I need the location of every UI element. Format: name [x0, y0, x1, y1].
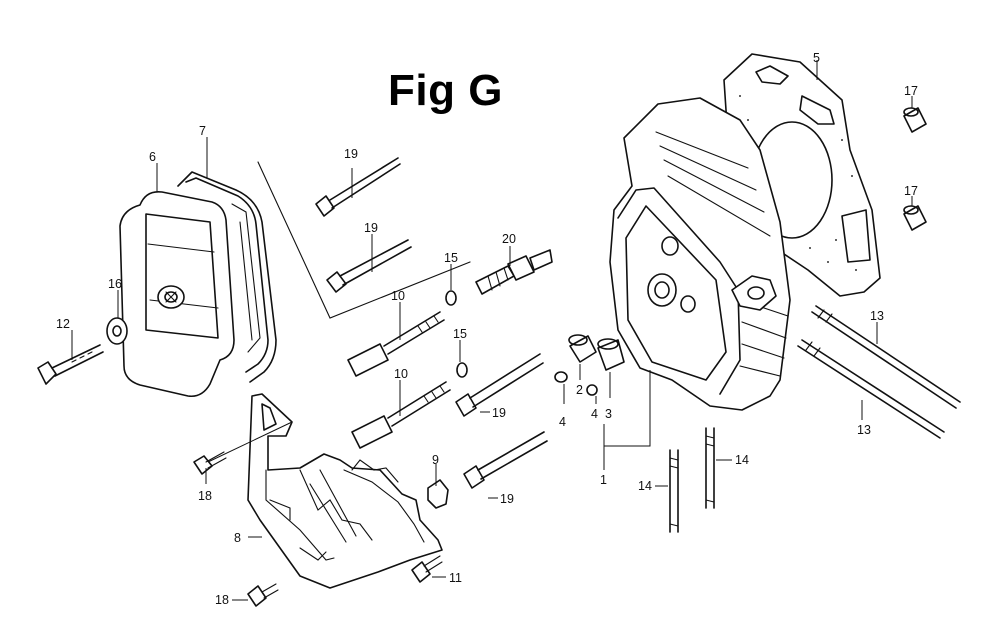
callout-3: 3	[605, 407, 612, 421]
callout-8: 8	[234, 531, 241, 545]
washer-15-upper	[445, 290, 457, 306]
callout-10-lower: 10	[394, 367, 408, 381]
callout-17-lower: 17	[904, 184, 918, 198]
callout-6: 6	[149, 150, 156, 164]
dowel-pin-17-lower	[903, 205, 927, 231]
bolt-11	[411, 555, 443, 583]
stud-13-lower	[797, 339, 945, 439]
callout-15-lower: 15	[453, 327, 467, 341]
callout-15-upper: 15	[444, 251, 458, 265]
callout-5: 5	[813, 51, 820, 65]
callout-7: 7	[199, 124, 206, 138]
callout-19-right-lower: 19	[500, 492, 514, 506]
callout-17-upper: 17	[904, 84, 918, 98]
callout-13-lower: 13	[857, 423, 871, 437]
callout-9: 9	[432, 453, 439, 467]
callout-18-lower: 18	[215, 593, 229, 607]
callout-18-upper: 18	[198, 489, 212, 503]
head-cover-gasket	[177, 171, 277, 383]
callout-20: 20	[502, 232, 516, 246]
callout-12: 12	[56, 317, 70, 331]
callout-19-right-upper: 19	[492, 406, 506, 420]
stud-13-upper	[811, 305, 961, 409]
callout-16: 16	[108, 277, 122, 291]
bolt-19-upper	[315, 157, 401, 217]
washer-15-lower	[456, 362, 468, 378]
stud-10-lower	[351, 381, 451, 449]
callout-14-right: 14	[735, 453, 749, 467]
callout-14-left: 14	[638, 479, 652, 493]
spark-plug-20	[475, 249, 553, 295]
clip-4-right	[586, 384, 598, 396]
bolt-19-right-lower	[463, 431, 548, 489]
valve-seal-2	[568, 334, 597, 363]
head-cover	[119, 190, 235, 398]
clip-9	[427, 479, 449, 509]
bolt-19-right-upper	[455, 353, 544, 417]
callout-11: 11	[449, 571, 462, 585]
clip-4-left	[554, 371, 568, 383]
bolt-19-middle	[326, 239, 412, 293]
callout-10-upper: 10	[391, 289, 405, 303]
separator-line	[257, 161, 471, 319]
washer-16	[106, 317, 128, 345]
stud-14-left	[669, 449, 679, 533]
valve-seal-3	[597, 338, 625, 371]
callout-19-upper: 19	[344, 147, 358, 161]
stud-14-right	[705, 427, 715, 509]
stud-10-upper	[347, 311, 445, 377]
leader-lines	[71, 60, 913, 601]
bolt-12	[37, 344, 104, 385]
callout-13-upper: 13	[870, 309, 884, 323]
callout-2: 2	[576, 383, 583, 397]
callout-19-middle: 19	[364, 221, 378, 235]
callout-4-right: 4	[591, 407, 598, 421]
bolt-18-lower	[247, 583, 279, 607]
bolt-18-upper	[193, 451, 227, 475]
bracket-8	[247, 393, 443, 589]
figure-title: Fig G	[388, 66, 503, 115]
callout-4-left: 4	[559, 415, 566, 429]
dowel-pin-17-upper	[903, 107, 927, 133]
cylinder-head	[609, 97, 791, 411]
callout-1: 1	[600, 473, 607, 487]
